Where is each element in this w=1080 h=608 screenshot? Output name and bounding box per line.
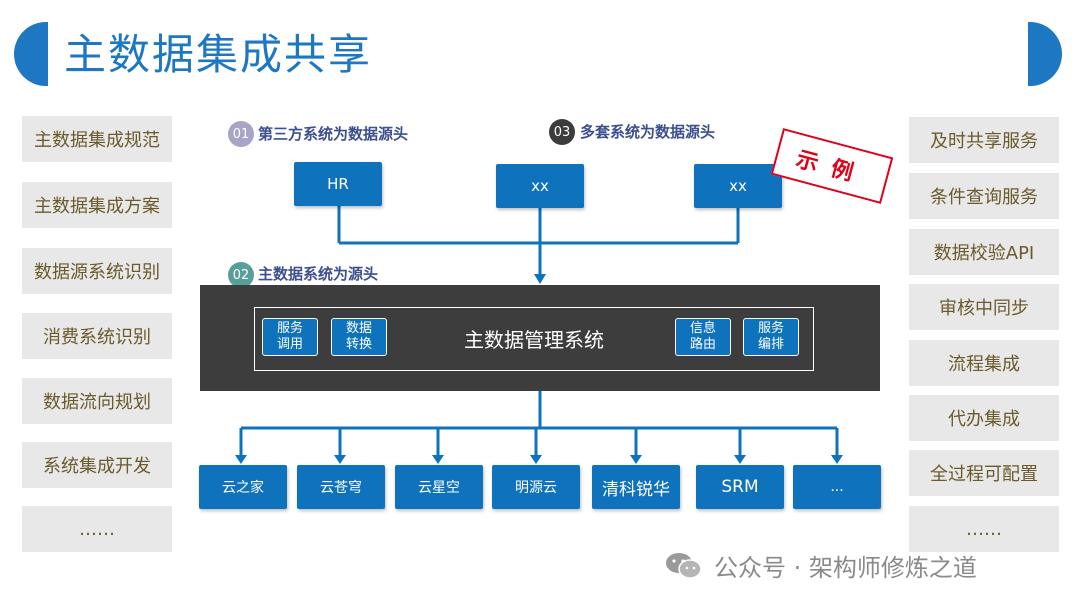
right-item: 审核中同步 [909, 284, 1059, 330]
page-title: 主数据集成共享 [64, 30, 373, 79]
watermark-text: 公众号 · 架构师修炼之道 [714, 554, 977, 582]
right-item: 数据校验API [909, 229, 1059, 275]
left-item: 主数据集成规范 [22, 116, 172, 162]
watermark: 公众号 · 架构师修炼之道 [664, 548, 977, 583]
left-item: 数据流向规划 [22, 378, 172, 424]
mdm-module: 服务 编排 [743, 318, 799, 356]
consumer-system-box: 云苍穹 [297, 465, 385, 509]
consumer-system-box: 明源云 [492, 465, 580, 509]
right-item: 全过程可配置 [909, 450, 1059, 496]
source-label: 多套系统为数据源头 [580, 123, 716, 141]
consumer-system-box: 清科锐华 [592, 465, 680, 509]
source-label: 主数据系统为源头 [258, 265, 379, 283]
source-badge: 02 [228, 262, 254, 288]
left-item: 系统集成开发 [22, 442, 172, 488]
consumer-system-box: ... [793, 465, 881, 509]
mdm-module: 信息 路由 [675, 318, 731, 356]
right-item: 代办集成 [909, 395, 1059, 441]
mdm-inner-frame [254, 307, 814, 371]
mdm-module: 数据 转换 [331, 318, 387, 356]
right-item: 条件查询服务 [909, 173, 1059, 219]
wechat-icon [664, 551, 704, 581]
mdm-module: 服务 调用 [262, 318, 318, 356]
consumer-system-box: SRM [696, 465, 784, 509]
source-system-box: xx [694, 164, 782, 208]
consumer-system-box: 云星空 [395, 465, 483, 509]
source-system-box: xx [496, 164, 584, 208]
right-item: 流程集成 [909, 340, 1059, 386]
left-item: …… [22, 506, 172, 552]
left-item: 消费系统识别 [22, 313, 172, 359]
source-badge: 01 [228, 121, 254, 147]
right-item: …… [909, 506, 1059, 552]
left-item: 数据源系统识别 [22, 248, 172, 294]
left-item: 主数据集成方案 [22, 182, 172, 228]
source-label: 第三方系统为数据源头 [258, 125, 409, 143]
source-system-box: HR [294, 162, 382, 206]
source-badge: 03 [549, 119, 575, 145]
mdm-title: 主数据管理系统 [464, 328, 604, 352]
right-item: 及时共享服务 [909, 117, 1059, 163]
consumer-system-box: 云之家 [199, 465, 287, 509]
